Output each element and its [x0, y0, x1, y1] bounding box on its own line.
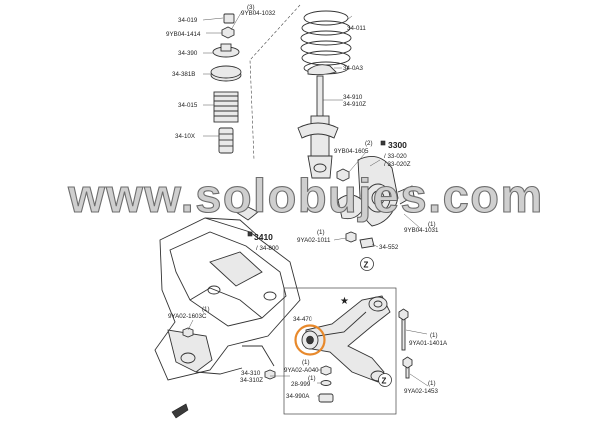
label-34-10x: 34-10X	[175, 133, 195, 140]
callout-z-top: Z	[360, 257, 374, 271]
cap-part	[223, 13, 235, 24]
label-34-011: 34-011	[347, 25, 366, 32]
bolt-nut-part	[336, 168, 350, 182]
subframe-part	[154, 205, 301, 381]
qty-9ya02-a040: (1)	[302, 359, 310, 366]
label-9ya02-1011: 9YA02-1011	[297, 237, 331, 244]
highlight-circle	[294, 324, 326, 356]
label-34-019: 34-019	[178, 17, 198, 24]
label-34-470: 34-470	[293, 316, 313, 323]
label-34-910z: 34-910Z	[343, 101, 366, 108]
star-marker: ★	[340, 296, 349, 307]
qty-9yb04-1605: (2)	[365, 140, 373, 147]
label-34-990a: 34-990A	[286, 393, 310, 400]
watermark-text: www.solobujes.com	[67, 169, 544, 222]
qty-9ya01-1401a: (1)	[430, 332, 438, 339]
qty-28-999: (1)	[308, 375, 316, 382]
qty-9yb04-1031: (1)	[428, 221, 436, 228]
hub-part	[359, 237, 375, 249]
label-33-020: / 33-020	[384, 153, 407, 160]
svg-text:Z: Z	[364, 261, 369, 270]
brake-shield-part	[337, 194, 367, 220]
qty-9ya02-1011: (1)	[317, 229, 325, 236]
callout-z-bottom: Z	[378, 373, 392, 387]
nut-part	[221, 26, 235, 39]
strut-part	[297, 75, 339, 179]
label-28-999: 28-999	[291, 381, 311, 388]
label-34-910: 34-910	[343, 94, 363, 101]
label-9yb04-1031: 9YB04-1031	[404, 227, 439, 234]
ref-3300: 3300	[388, 140, 407, 150]
bump-stop-part	[218, 127, 234, 154]
label-34-800: / 34-800	[256, 245, 279, 252]
label-9ya01-1401a: 9YA01-1401A	[409, 340, 448, 347]
label-34-0a3: 34-0A3	[343, 65, 364, 72]
label-34-310: 34-310	[241, 370, 261, 377]
label-9yb04-1605: 9YB04-1605	[334, 148, 369, 155]
label-34-310z: 34-310Z	[240, 377, 263, 384]
bolt-short-part	[402, 356, 413, 379]
plate-990a-part	[318, 393, 334, 403]
label-9ya02-1453: 9YA02-1453	[404, 388, 439, 395]
control-arm-bushing-part	[301, 330, 319, 350]
steering-knuckle-part	[357, 155, 415, 227]
dust-boot-part	[213, 91, 239, 123]
strut-mount-stack: 34-019 (3) 9YB04-1032 9YB04-1414 34-390 …	[166, 4, 276, 154]
ref-3410: 3410	[254, 232, 273, 242]
label-33-020z: / 33-020Z	[384, 161, 411, 168]
lower-control-arm-part	[305, 295, 391, 383]
svg-text:Z: Z	[382, 377, 387, 386]
spring-seat-part	[307, 64, 337, 76]
qty-9ya02-1453: (1)	[428, 380, 436, 387]
label-34-552: 34-552	[379, 244, 399, 251]
front-arrow-icon	[171, 403, 189, 419]
bolt-long-part	[398, 308, 409, 351]
assembly-dash-line	[249, 4, 301, 161]
qty-9yb04-1032: (3)	[247, 4, 255, 11]
coil-spring-part	[300, 10, 352, 75]
qty-9ya02-1603c: (1)	[202, 306, 210, 313]
label-9yb04-1032: 9YB04-1032	[241, 10, 276, 17]
washer-part	[320, 380, 332, 386]
label-34-015: 34-015	[178, 102, 198, 109]
detail-box	[283, 287, 397, 415]
label-34-381b: 34-381B	[172, 71, 195, 78]
label-34-470-fade	[311, 316, 322, 323]
label-9yb04-1414: 9YB04-1414	[166, 31, 201, 38]
label-34-390: 34-390	[178, 50, 198, 57]
nut-small-part	[345, 231, 357, 243]
label-9ya02-a040: 9YA02-A040	[284, 367, 319, 374]
label-9ya02-1603c: 9YA02-1603C	[168, 313, 207, 320]
nut-a040-part	[320, 365, 332, 376]
